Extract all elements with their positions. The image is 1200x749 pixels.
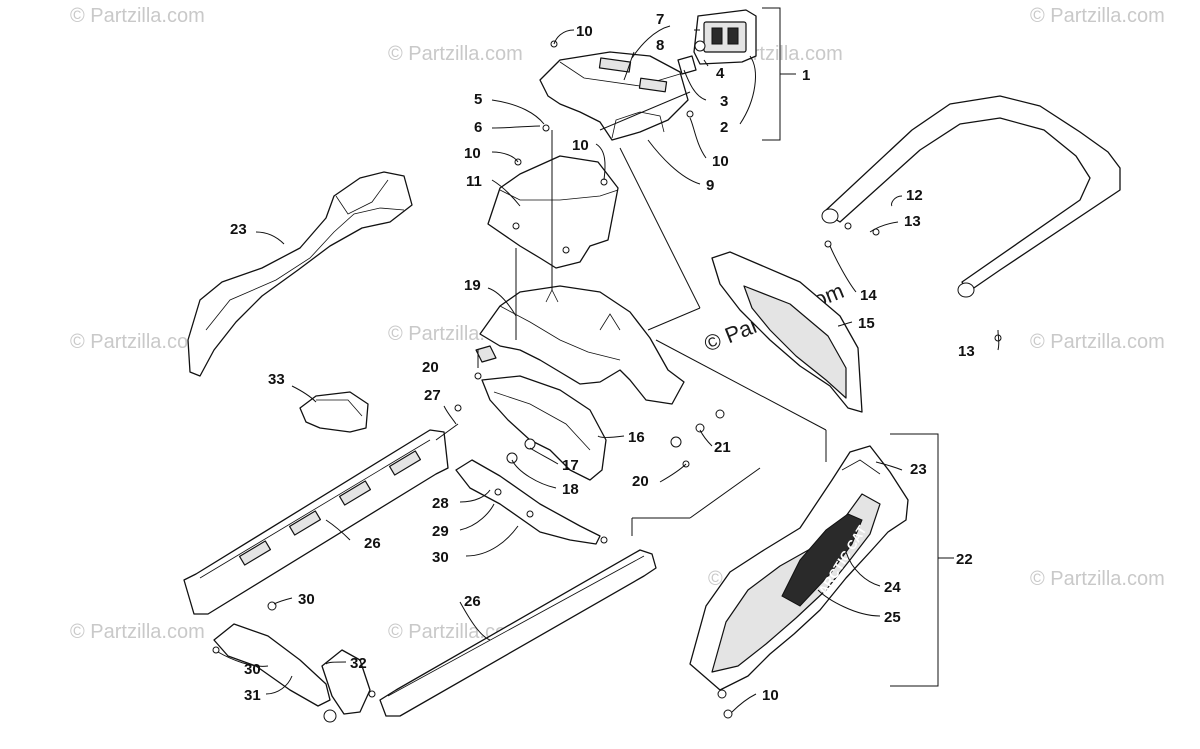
callout-14: 14 bbox=[860, 287, 877, 304]
callout-10-left: 10 bbox=[464, 145, 481, 162]
callout-8: 8 bbox=[656, 37, 664, 54]
callout-25: 25 bbox=[884, 609, 901, 626]
part-33-cover bbox=[299, 391, 369, 433]
callout-33: 33 bbox=[268, 371, 285, 388]
callout-5: 5 bbox=[474, 91, 482, 108]
callout-30-mid: 30 bbox=[432, 549, 449, 566]
callout-27: 27 bbox=[424, 387, 441, 404]
watermark: © Partzilla.com bbox=[1030, 568, 1165, 590]
callout-15: 15 bbox=[858, 315, 875, 332]
part-26-left-rail bbox=[183, 429, 449, 615]
watermark: © Partzilla.com bbox=[70, 621, 205, 643]
callout-26-left: 26 bbox=[364, 535, 381, 552]
part-23-left-trim bbox=[187, 171, 413, 377]
callout-13-bottom: 13 bbox=[958, 343, 975, 360]
callout-30-upper: 30 bbox=[298, 591, 315, 608]
callout-30-lower: 30 bbox=[244, 661, 261, 678]
callout-10-mid: 10 bbox=[572, 137, 589, 154]
part-26-right-rail bbox=[379, 549, 657, 717]
callout-9: 9 bbox=[706, 177, 714, 194]
callout-28: 28 bbox=[432, 495, 449, 512]
watermark: © Partzilla.com bbox=[70, 331, 205, 353]
part-16-mud-flap bbox=[481, 375, 607, 481]
callout-4: 4 bbox=[716, 65, 725, 82]
callout-7: 7 bbox=[656, 11, 664, 28]
callout-29: 29 bbox=[432, 523, 449, 540]
part-12-grab-bar bbox=[821, 95, 1121, 298]
callout-31: 31 bbox=[244, 687, 261, 704]
callout-11: 11 bbox=[466, 173, 482, 190]
part-7-taillight-housing bbox=[539, 51, 689, 141]
callout-18: 18 bbox=[562, 481, 579, 498]
part-31-lower-bracket bbox=[213, 623, 371, 723]
callout-23-left: 23 bbox=[230, 221, 247, 238]
watermark: © Partzilla.com bbox=[1030, 5, 1165, 27]
callout-3: 3 bbox=[720, 93, 728, 110]
callout-12: 12 bbox=[906, 187, 923, 204]
part-22-side-panel-assembly: ARCTIC CAT bbox=[689, 445, 909, 691]
callout-6: 6 bbox=[474, 119, 482, 136]
leader-lines bbox=[217, 7, 1000, 713]
watermark: © Partzilla.com bbox=[1030, 331, 1165, 353]
callout-2: 2 bbox=[720, 119, 728, 136]
callout-17: 17 bbox=[562, 457, 579, 474]
callout-16: 16 bbox=[628, 429, 645, 446]
hardware-fasteners bbox=[212, 40, 1002, 719]
callout-32: 32 bbox=[350, 655, 367, 672]
callout-21: 21 bbox=[714, 439, 731, 456]
callout-20-left: 20 bbox=[422, 359, 439, 376]
part-11-license-bracket bbox=[487, 155, 619, 269]
callout-10-bottom: 10 bbox=[762, 687, 779, 704]
part-19-inner-fender bbox=[475, 285, 685, 405]
part-1-taillight-assembly bbox=[677, 9, 757, 75]
callout-10-top: 10 bbox=[576, 23, 593, 40]
callout-26-right: 26 bbox=[464, 593, 481, 610]
part-15-side-panel bbox=[711, 251, 863, 413]
callout-1: 1 bbox=[802, 67, 810, 84]
callout-22: 22 bbox=[956, 551, 973, 568]
callout-13-top: 13 bbox=[904, 213, 921, 230]
callout-10-right: 10 bbox=[712, 153, 729, 170]
callout-19: 19 bbox=[464, 277, 481, 294]
callout-23-right: 23 bbox=[910, 461, 927, 478]
callout-20-right: 20 bbox=[632, 473, 649, 490]
part-28-bracket bbox=[455, 459, 601, 545]
watermark: © Partzilla.com bbox=[388, 43, 523, 65]
watermark: © Partzilla.com bbox=[70, 5, 205, 27]
callout-labels: 1 2 3 4 5 6 7 8 9 10 10 10 10 10 11 12 1… bbox=[230, 11, 975, 704]
callout-24: 24 bbox=[884, 579, 901, 596]
